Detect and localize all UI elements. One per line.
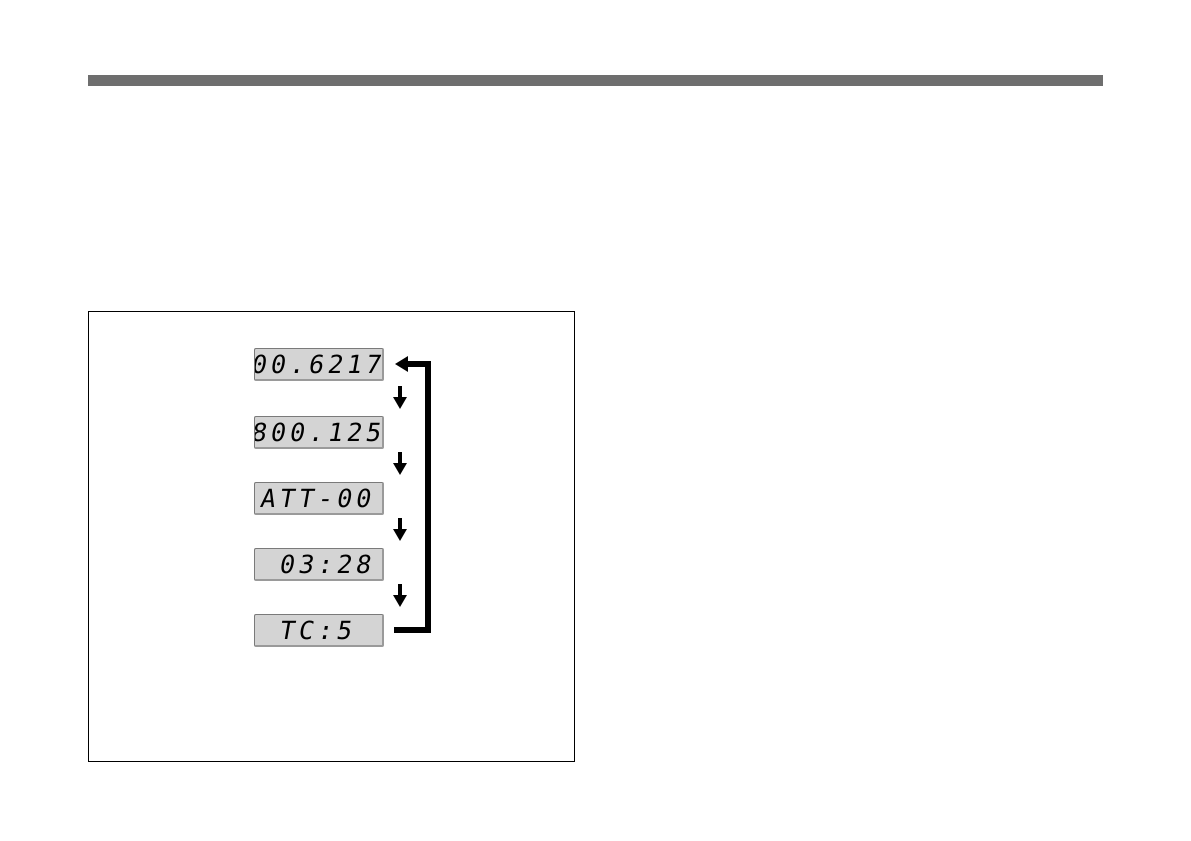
down-arrow-icon [393, 386, 407, 409]
down-arrow-icon [393, 584, 407, 607]
down-arrow-icon [393, 452, 407, 475]
down-arrow-icon [393, 518, 407, 541]
